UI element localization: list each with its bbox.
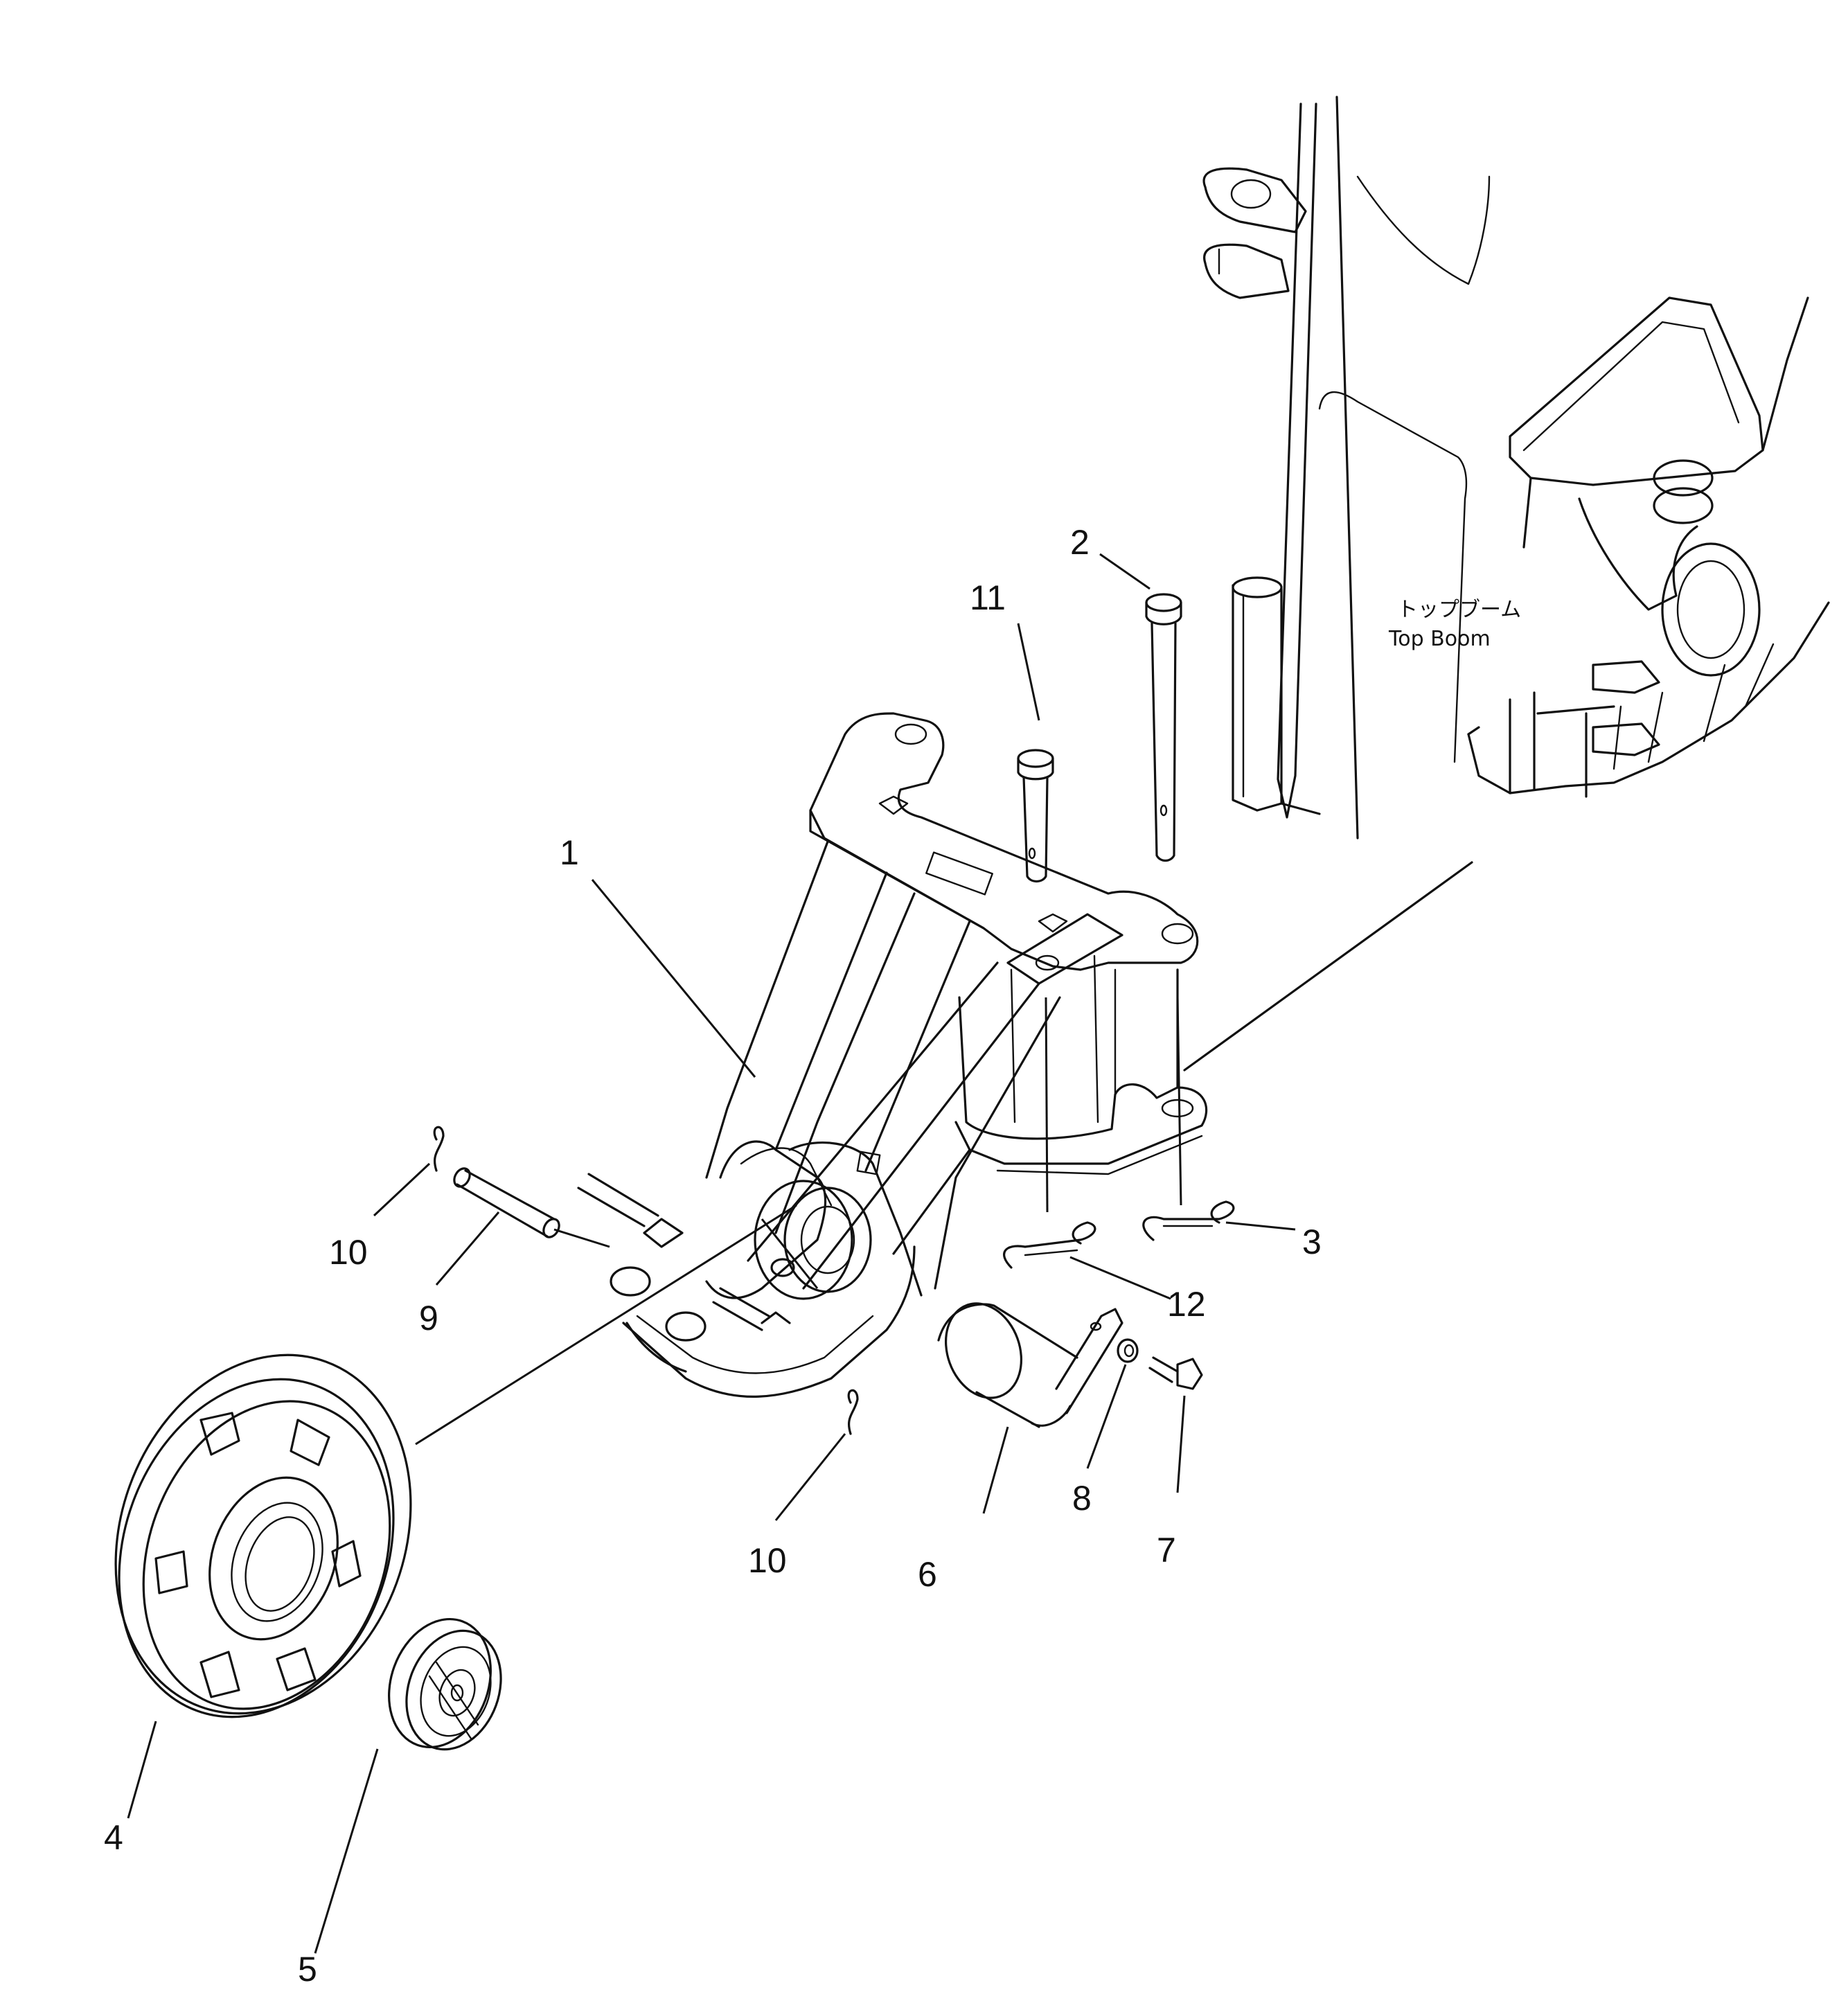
callout-5: 5 xyxy=(298,1950,317,1989)
callout-4: 4 xyxy=(104,1818,123,1857)
callout-3: 3 xyxy=(1302,1223,1322,1261)
pin-part-9 xyxy=(453,1167,560,1238)
callout-7: 7 xyxy=(1157,1531,1176,1570)
callout-1: 1 xyxy=(560,833,579,872)
callout-10-lower: 10 xyxy=(748,1541,787,1580)
top-boom-caption: トップブーム Top Boom xyxy=(1388,598,1521,651)
bolt-part-7 xyxy=(1148,1356,1203,1390)
bearing-part-5 xyxy=(388,1617,502,1751)
caption-japanese: トップブーム xyxy=(1397,598,1521,622)
pin-part-11 xyxy=(1017,749,1054,883)
hair-pin-part-10-lower xyxy=(847,1389,859,1435)
top-boom-structure xyxy=(1183,96,1830,1072)
callout-12: 12 xyxy=(1167,1285,1206,1324)
callout-10-left: 10 xyxy=(329,1233,368,1272)
assembly-axis-line xyxy=(415,1204,797,1446)
cotter-pin-part-3 xyxy=(1142,1200,1235,1241)
sheave-bracket-part-1 xyxy=(577,712,1208,1398)
pin-part-2 xyxy=(1145,593,1182,862)
callout-9: 9 xyxy=(419,1299,438,1338)
washer-part-8 xyxy=(1117,1338,1139,1363)
collar-part-6 xyxy=(937,1302,1123,1428)
callout-8: 8 xyxy=(1072,1479,1092,1518)
cotter-pin-part-12 xyxy=(1003,1221,1096,1269)
caption-english: Top Boom xyxy=(1388,627,1491,651)
leader-lines xyxy=(127,553,1296,1954)
callout-labels: 1 2 3 4 5 6 7 8 9 10 10 11 12 xyxy=(104,523,1322,1989)
callout-11: 11 xyxy=(970,578,1006,617)
hair-pin-part-10-left xyxy=(433,1126,445,1172)
callout-6: 6 xyxy=(918,1555,937,1594)
sheave-part-4 xyxy=(114,1353,412,1718)
callout-2: 2 xyxy=(1070,523,1090,562)
